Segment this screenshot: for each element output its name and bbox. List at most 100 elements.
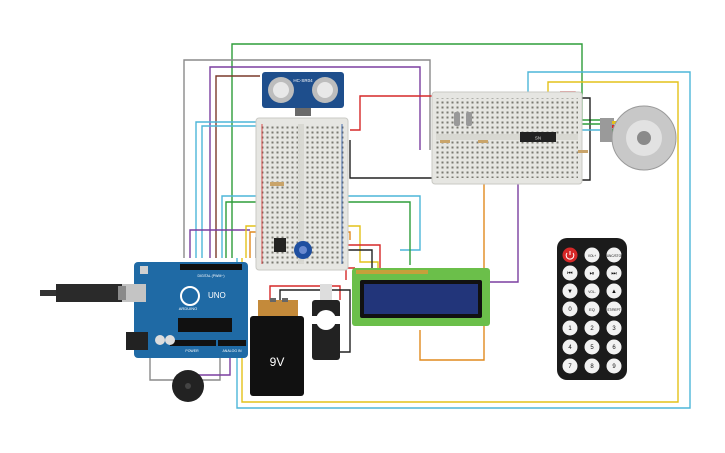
remote-button-face [562, 265, 578, 281]
ir-receiver[interactable] [274, 238, 286, 252]
remote-button-face [584, 265, 600, 281]
remote-button-vol-down[interactable]: VOL- [584, 283, 600, 299]
wire-cyan-1[interactable] [195, 121, 265, 258]
lcd-display[interactable] [352, 268, 490, 326]
remote-button-face [606, 339, 622, 355]
remote-button-label: 7 [568, 364, 572, 370]
remote-button-face [584, 339, 600, 355]
wire-yellow-outer[interactable] [241, 81, 679, 403]
remote-button-label: ▲ [611, 289, 617, 295]
pushbutton-icon[interactable] [454, 112, 460, 126]
remote-button-7[interactable]: 7 [562, 358, 578, 374]
wire-brown[interactable] [215, 75, 260, 258]
wire-green-top[interactable] [231, 43, 600, 258]
remote-button-prev[interactable]: ⏮ [562, 265, 578, 281]
remote-button-face [562, 320, 578, 336]
remote-button-face [562, 358, 578, 374]
remote-button-label: FUNC/STOP [605, 254, 623, 258]
reset-button[interactable] [140, 266, 148, 274]
remote-button-grid: VOL+ FUNC/STOP ⏮ ⏯ ⏭ ▼ VOL- ▲ 0 EQ ST/REPT 1 2 3 4 5 6 7 8… [562, 247, 623, 374]
arduino-uno-board[interactable]: DIGITAL (PWM~) UNO ARDUINO POWER ANALOG … [122, 262, 248, 358]
remote-button-9[interactable]: 9 [606, 358, 622, 374]
remote-button-3[interactable]: 3 [606, 320, 622, 336]
remote-button-st-rept[interactable]: ST/REPT [606, 301, 622, 317]
remote-button-8[interactable]: 8 [584, 358, 600, 374]
resistor-icon[interactable] [578, 150, 588, 153]
resistor-icon[interactable] [270, 182, 284, 186]
remote-button-face [584, 283, 600, 299]
remote-button-label: 3 [612, 326, 616, 332]
remote-button-label: 1 [568, 326, 572, 332]
remote-button-face [562, 283, 578, 299]
wire-black-battery[interactable] [279, 289, 351, 353]
remote-button-5[interactable]: 5 [584, 339, 600, 355]
wire-cyan-2[interactable] [201, 125, 262, 258]
remote-button-label: 8 [590, 364, 594, 370]
power-jack[interactable] [126, 332, 148, 350]
wire-gray-top[interactable] [183, 59, 431, 258]
wire-yellow-2[interactable] [245, 225, 379, 270]
wire-purple-lcd[interactable] [490, 180, 519, 283]
resistor-icon[interactable] [478, 140, 488, 143]
wire-red-battery[interactable] [269, 285, 341, 300]
potentiometer[interactable] [294, 241, 312, 259]
pushbutton-icon[interactable] [466, 112, 472, 126]
shift-register-label: SN [535, 136, 541, 141]
usb-port[interactable] [122, 284, 146, 302]
wire-cyan-3[interactable] [221, 195, 421, 258]
remote-button-down[interactable]: ▼ [562, 283, 578, 299]
remote-button-power[interactable] [562, 247, 578, 263]
breadboard-secondary[interactable]: SN [431, 91, 588, 185]
remote-button-face [584, 320, 600, 336]
microcontroller-chip [178, 318, 232, 332]
wire-black-right2[interactable] [349, 140, 440, 179]
usb-cable[interactable] [40, 284, 126, 302]
wire-purple-buzzer[interactable] [185, 350, 231, 376]
remote-button-label: VOL- [588, 290, 595, 294]
servo-motor[interactable] [306, 284, 346, 360]
wire-purple-top[interactable] [209, 66, 421, 258]
remote-button-label: EQ [589, 307, 595, 312]
lcd-screen [364, 284, 478, 314]
power-symbol-icon [565, 251, 575, 260]
remote-button-label: 2 [590, 326, 594, 332]
remote-button-eq[interactable]: EQ [584, 301, 600, 317]
remote-button-face [584, 247, 600, 263]
remote-button-play-pause[interactable]: ⏯ [584, 265, 600, 281]
remote-button-face [584, 358, 600, 374]
remote-button-func-stop[interactable]: FUNC/STOP [605, 247, 623, 263]
remote-button-4[interactable]: 4 [562, 339, 578, 355]
wire-red-right[interactable] [350, 95, 440, 131]
remote-button-label: 6 [612, 345, 616, 351]
arduino-header-label: DIGITAL (PWM~) [197, 274, 224, 278]
remote-button-face [562, 301, 578, 317]
remote-button-face [606, 358, 622, 374]
resistor-icon[interactable] [440, 140, 450, 143]
shift-register-chip[interactable] [520, 132, 556, 142]
arduino-analog-label: ANALOG IN [222, 349, 242, 353]
remote-button-2[interactable]: 2 [584, 320, 600, 336]
remote-button-up[interactable]: ▲ [606, 283, 622, 299]
remote-button-label: 0 [568, 307, 572, 313]
wire-cyan-outer[interactable] [236, 71, 691, 409]
remote-button-label: 9 [612, 364, 616, 370]
remote-button-next[interactable]: ⏭ [606, 265, 622, 281]
remote-button-label: 5 [590, 345, 594, 351]
remote-button-0[interactable]: 0 [562, 301, 578, 317]
breadboard-main[interactable] [255, 117, 349, 271]
remote-button-label: ⏯ [590, 271, 595, 277]
arduino-model-label: UNO [208, 291, 226, 300]
wire-purple-2[interactable] [189, 229, 250, 258]
remote-button-6[interactable]: 6 [606, 339, 622, 355]
remote-button-vol-up[interactable]: VOL+ [584, 247, 600, 263]
remote-button-1[interactable]: 1 [562, 320, 578, 336]
arduino-brand-label: ARDUINO [179, 306, 197, 311]
remote-button-label: VOL+ [588, 254, 596, 258]
stepper-motor[interactable] [600, 105, 677, 171]
battery-9v[interactable]: 9V [250, 298, 304, 396]
wire-orange[interactable] [419, 150, 485, 361]
remote-button-face [606, 320, 622, 336]
ultrasonic-sensor[interactable]: HC-SR04 [262, 72, 344, 116]
piezo-buzzer[interactable] [172, 370, 204, 402]
